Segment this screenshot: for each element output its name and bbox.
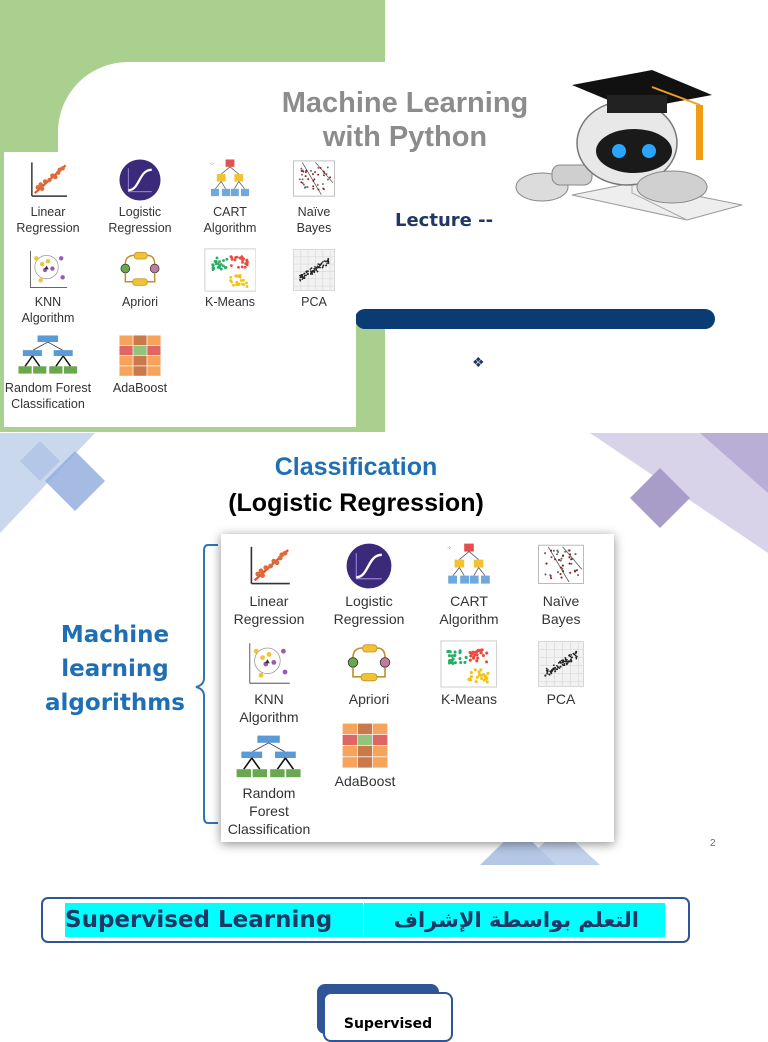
lecture-label: Lecture -- [395, 210, 493, 231]
algorithm-item-cart-tree: ⁘ CART Algorithm [184, 158, 276, 236]
algorithm-label: Apriori [94, 294, 186, 310]
knn-icon [221, 640, 317, 688]
cart-tree-icon: ⁘ [184, 158, 276, 202]
algorithm-label: Random Forest Classification [2, 380, 94, 412]
algorithm-label: KNN Algorithm [221, 690, 317, 726]
slide-2-title-classification: Classification [0, 453, 712, 482]
algorithm-item-pca: PCA [513, 640, 609, 708]
algorithm-label: AdaBoost [94, 380, 186, 396]
supervised-learning-banner: Supervised Learning التعلم بواسطة الإشرا… [41, 897, 690, 943]
algorithm-item-kmeans: K-Means [421, 640, 517, 708]
algorithm-item-apriori: Apriori [94, 248, 186, 310]
algorithm-item-linear-regression: Linear Regression [221, 542, 317, 628]
algorithm-item-pca: PCA [268, 248, 360, 310]
algorithm-item-logistic-regression: Logistic Regression [321, 542, 417, 628]
algorithm-label: AdaBoost [317, 772, 413, 790]
algorithm-label: Naïve Bayes [513, 592, 609, 628]
algorithm-item-apriori: Apriori [321, 640, 417, 708]
algorithm-label: CART Algorithm [421, 592, 517, 628]
navy-divider-bar [355, 309, 715, 329]
apriori-icon [321, 640, 417, 688]
supervised-learning-english: Supervised Learning [65, 903, 363, 937]
svg-text:⁘: ⁘ [209, 161, 214, 167]
adaboost-icon [94, 334, 186, 378]
naive-bayes-icon [513, 542, 609, 590]
knn-icon [2, 248, 94, 292]
logistic-regression-icon [321, 542, 417, 590]
adaboost-icon [317, 722, 413, 770]
algorithm-item-adaboost: AdaBoost [317, 722, 413, 790]
random-forest-icon [221, 734, 317, 782]
algorithm-label: Random Forest Classification [221, 784, 317, 838]
algorithm-label: PCA [513, 690, 609, 708]
algorithm-label: Linear Regression [221, 592, 317, 628]
kmeans-icon [421, 640, 517, 688]
algorithm-item-knn: KNN Algorithm [2, 248, 94, 326]
pca-icon [513, 640, 609, 688]
algorithm-label: Logistic Regression [321, 592, 417, 628]
algorithm-item-linear-regression: Linear Regression [2, 158, 94, 236]
supervised-button[interactable]: Supervised [323, 992, 453, 1042]
kmeans-icon [184, 248, 276, 292]
algorithm-label: K-Means [184, 294, 276, 310]
algorithm-item-naive-bayes: Naïve Bayes [268, 158, 360, 236]
svg-text:⁘: ⁘ [447, 545, 452, 552]
algorithm-item-kmeans: K-Means [184, 248, 276, 310]
linear-regression-icon [2, 158, 94, 202]
random-forest-icon [2, 334, 94, 378]
algorithm-item-naive-bayes: Naïve Bayes [513, 542, 609, 628]
algorithm-item-knn: KNN Algorithm [221, 640, 317, 726]
algorithm-label: Naïve Bayes [268, 204, 360, 236]
algorithms-panel-large: Linear RegressionLogistic Regression ⁘ CA… [221, 534, 614, 842]
logistic-regression-icon [94, 158, 186, 202]
machine-learning-algorithms-label: Machine learning algorithms [30, 618, 200, 720]
algorithm-label: Linear Regression [2, 204, 94, 236]
algorithm-item-random-forest: Random Forest Classification [221, 734, 317, 838]
algorithm-item-adaboost: AdaBoost [94, 334, 186, 396]
supervised-learning-arabic: التعلم بواسطة الإشراف [363, 903, 665, 937]
pca-icon [268, 248, 360, 292]
linear-regression-icon [221, 542, 317, 590]
algorithm-label: PCA [268, 294, 360, 310]
naive-bayes-icon [268, 158, 360, 202]
algorithm-item-random-forest: Random Forest Classification [2, 334, 94, 412]
algorithm-label: KNN Algorithm [2, 294, 94, 326]
robot-graduate-illustration [512, 65, 752, 225]
apriori-icon [94, 248, 186, 292]
slide-2-title-logistic-regression: (Logistic Regression) [0, 489, 712, 518]
algorithm-item-logistic-regression: Logistic Regression [94, 158, 186, 236]
algorithm-label: Logistic Regression [94, 204, 186, 236]
page-number: 2 [710, 838, 716, 849]
cart-tree-icon: ⁘ [421, 542, 517, 590]
algorithm-label: CART Algorithm [184, 204, 276, 236]
arabic-text: التعلم بواسطة الإشراف [394, 908, 665, 932]
algorithm-label: K-Means [421, 690, 517, 708]
algorithms-panel-small: Linear RegressionLogistic Regression ⁘ CA… [4, 152, 356, 427]
algorithm-label: Apriori [321, 690, 417, 708]
diamond-bullet-icon: ❖ [472, 354, 485, 371]
slide-1: Machine Learning with Python Lecture -- … [0, 0, 768, 432]
algorithm-item-cart-tree: ⁘ CART Algorithm [421, 542, 517, 628]
